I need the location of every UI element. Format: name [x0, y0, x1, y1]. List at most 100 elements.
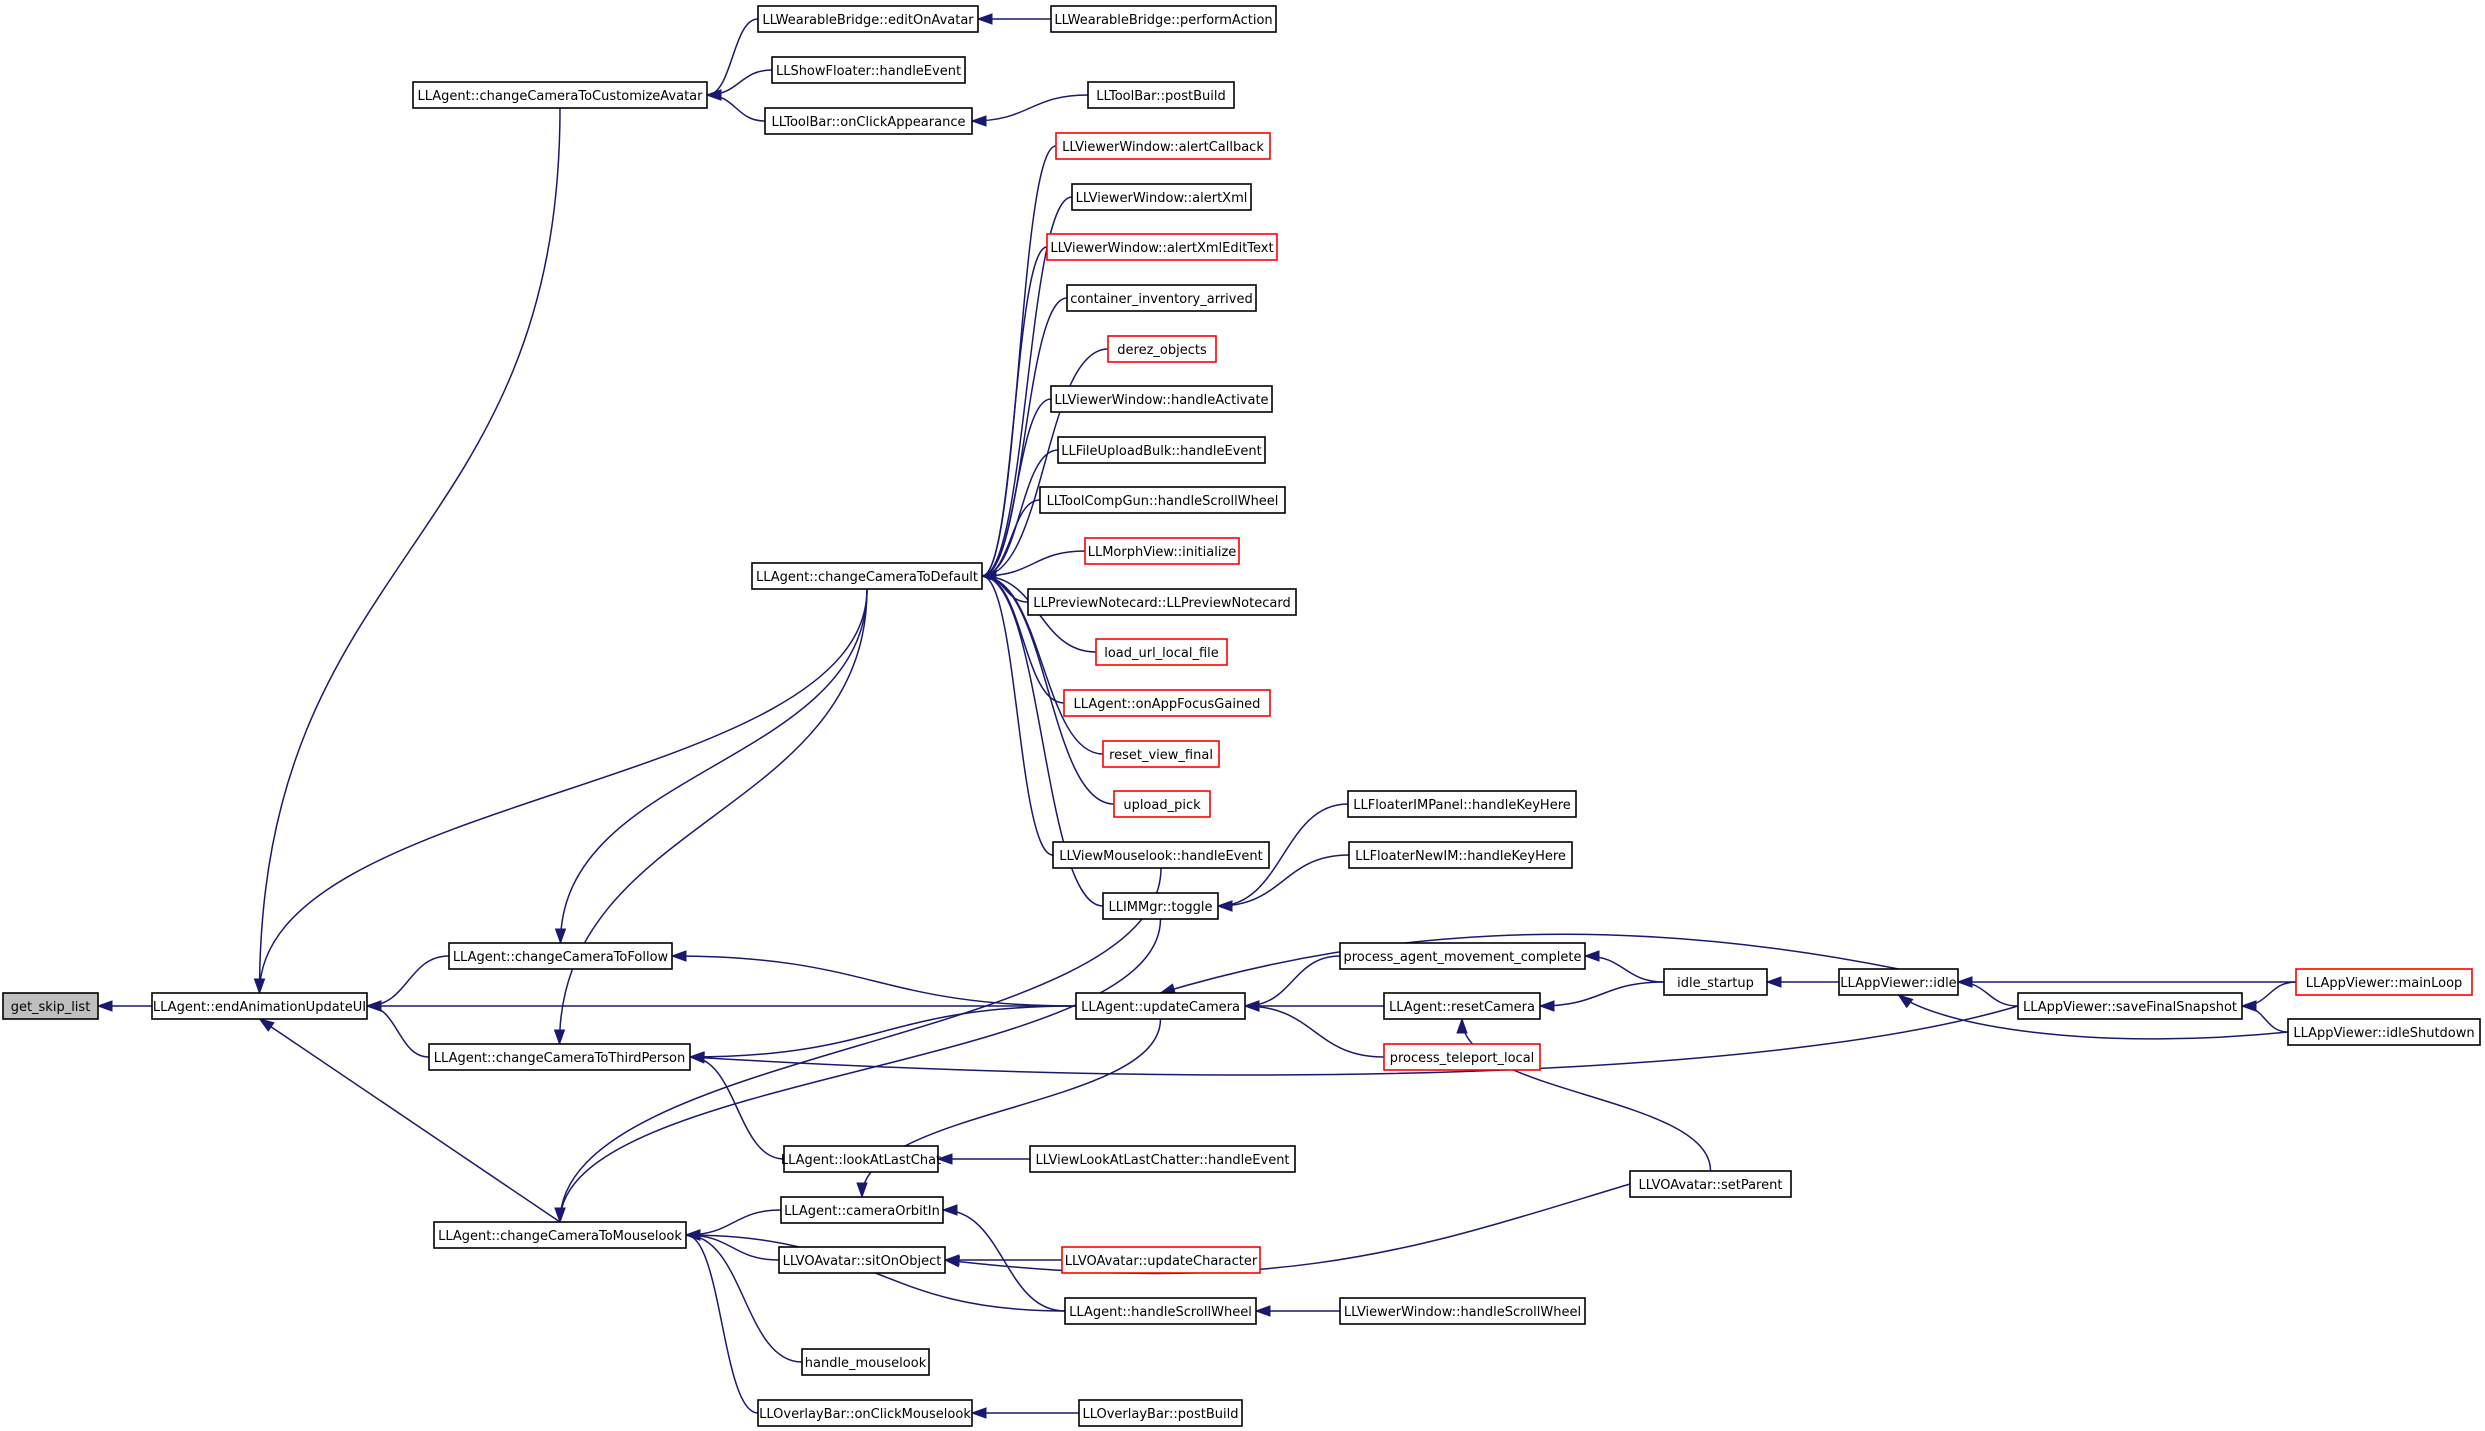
node-label: LLWearableBridge::performAction [1054, 13, 1272, 28]
function-node-n23[interactable]: LLViewMouselook::handleEvent [1052, 841, 1270, 869]
node-box [757, 1399, 973, 1427]
function-node-n45[interactable]: LLAgent::handleScrollWheel [1064, 1297, 1257, 1325]
node-box [1383, 992, 1541, 1020]
function-node-n33[interactable]: LLAppViewer::mainLoop [2295, 968, 2473, 996]
node-label: get_skip_list [11, 1000, 91, 1015]
function-node-n8[interactable]: LLAgent::changeCameraToDefault [751, 562, 983, 590]
call-edge [685, 1234, 759, 1414]
function-node-n16[interactable]: LLToolCompGun::handleScrollWheel [1039, 486, 1286, 514]
node-label: derez_objects [1117, 343, 1207, 358]
arrowhead [980, 570, 997, 582]
node-label: LLAgent::changeCameraToDefault [756, 570, 978, 585]
arrowhead [684, 1229, 701, 1241]
node-box [751, 562, 983, 590]
function-node-n18[interactable]: LLPreviewNotecard::LLPreviewNotecard [1027, 588, 1297, 616]
node-box [1057, 436, 1266, 464]
arrowhead [258, 1018, 275, 1032]
call-edge [671, 955, 1077, 1007]
function-node-n0[interactable]: get_skip_list [2, 992, 99, 1020]
function-node-n30[interactable]: LLAgent::resetCamera [1383, 992, 1541, 1020]
function-node-n5[interactable]: LLShowFloater::handleEvent [771, 56, 966, 84]
node-label: handle_mouselook [805, 1356, 927, 1371]
node-box [757, 5, 979, 33]
node-label: LLAppViewer::mainLoop [2306, 976, 2463, 991]
call-edge [971, 94, 1089, 122]
function-node-n20[interactable]: LLAgent::onAppFocusGained [1063, 689, 1271, 717]
function-node-n47[interactable]: handle_mouselook [801, 1348, 930, 1376]
node-label: LLAgent::handleScrollWheel [1069, 1305, 1252, 1320]
function-node-n17[interactable]: LLMorphView::initialize [1084, 537, 1240, 565]
function-node-n27[interactable]: LLAgent::changeCameraToFollow [448, 942, 673, 970]
function-node-n24[interactable]: LLIMMgr::toggle [1102, 892, 1219, 920]
node-label: LLWearableBridge::editOnAvatar [762, 13, 974, 28]
node-label: LLAgent::cameraOrbitIn [784, 1204, 940, 1219]
function-node-n13[interactable]: derez_objects [1107, 335, 1217, 363]
node-box [1339, 1297, 1586, 1325]
function-node-n12[interactable]: container_inventory_arrived [1066, 284, 1257, 312]
function-node-n46[interactable]: LLViewerWindow::handleScrollWheel [1339, 1297, 1586, 1325]
function-node-n11[interactable]: LLViewerWindow::alertXmlEditText [1046, 233, 1278, 261]
function-node-n29[interactable]: process_agent_movement_complete [1339, 942, 1586, 970]
call-edge [1217, 854, 1350, 907]
function-node-n14[interactable]: LLViewerWindow::handleActivate [1050, 385, 1273, 413]
function-node-n36[interactable]: process_teleport_local [1383, 1043, 1541, 1071]
function-node-n22[interactable]: upload_pick [1113, 790, 1211, 818]
function-node-n7[interactable]: LLToolBar::postBuild [1087, 81, 1235, 109]
function-node-n44[interactable]: LLVOAvatar::updateCharacter [1061, 1246, 1261, 1274]
call-edge [706, 94, 766, 122]
node-box [1050, 385, 1273, 413]
node-box [783, 1145, 939, 1173]
function-node-n21[interactable]: reset_view_final [1102, 740, 1220, 768]
node-box [1107, 335, 1217, 363]
function-node-n37[interactable]: LLAgent::changeCameraToThirdPerson [428, 1043, 691, 1071]
function-node-n9[interactable]: LLViewerWindow::alertCallback [1055, 132, 1271, 160]
node-label: LLFloaterIMPanel::handleKeyHere [1353, 798, 1571, 813]
node-label: LLAppViewer::idleShutdown [2293, 1026, 2474, 1041]
function-node-n25[interactable]: LLFloaterIMPanel::handleKeyHere [1347, 790, 1577, 818]
call-edge [2241, 1005, 2289, 1033]
node-box [1066, 284, 1257, 312]
arrowhead [936, 1153, 953, 1165]
arrowhead [1583, 950, 1600, 962]
function-node-n40[interactable]: LLVOAvatar::setParent [1629, 1170, 1792, 1198]
node-label: LLViewerWindow::handleScrollWheel [1344, 1305, 1581, 1320]
function-node-n41[interactable]: LLAgent::changeCameraToMouselook [433, 1221, 687, 1249]
function-node-n39[interactable]: LLViewLookAtLastChatter::handleEvent [1029, 1145, 1296, 1173]
node-label: LLViewerWindow::alertCallback [1062, 140, 1264, 155]
function-node-n35[interactable]: LLAppViewer::idleShutdown [2287, 1018, 2481, 1046]
node-label: LLViewerWindow::alertXml [1076, 191, 1248, 206]
node-box [1063, 689, 1271, 717]
node-box [1050, 5, 1277, 33]
function-node-n6[interactable]: LLToolBar::onClickAppearance [764, 107, 973, 135]
node-label: LLAgent::lookAtLastChat [781, 1153, 941, 1168]
function-node-n3[interactable]: LLWearableBridge::editOnAvatar [757, 5, 979, 33]
function-node-n4[interactable]: LLWearableBridge::performAction [1050, 5, 1277, 33]
call-edge [258, 107, 561, 994]
call-edge [981, 297, 1068, 577]
call-edge [689, 1005, 1077, 1058]
function-node-n48[interactable]: LLOverlayBar::onClickMouselook [757, 1399, 973, 1427]
function-node-n38[interactable]: LLAgent::lookAtLastChat [781, 1145, 941, 1173]
edges-layer [96, 13, 2297, 1419]
function-node-n2[interactable]: LLAgent::changeCameraToCustomizeAvatar [412, 81, 708, 109]
node-label: load_url_local_file [1104, 646, 1219, 661]
function-node-n26[interactable]: LLFloaterNewIM::handleKeyHere [1348, 841, 1573, 869]
function-node-n34[interactable]: LLAppViewer::saveFinalSnapshot [2017, 992, 2243, 1020]
function-node-n49[interactable]: LLOverlayBar::postBuild [1078, 1399, 1243, 1427]
function-node-n42[interactable]: LLAgent::cameraOrbitIn [780, 1196, 944, 1224]
function-node-n15[interactable]: LLFileUploadBulk::handleEvent [1057, 436, 1266, 464]
node-label: LLOverlayBar::postBuild [1082, 1407, 1238, 1422]
function-node-n32[interactable]: LLAppViewer::idle [1838, 968, 1959, 996]
node-box [1348, 841, 1573, 869]
node-label: LLVOAvatar::setParent [1639, 1178, 1783, 1193]
function-node-n10[interactable]: LLViewerWindow::alertXml [1071, 183, 1252, 211]
function-node-n31[interactable]: idle_startup [1663, 968, 1768, 996]
node-box [1075, 992, 1246, 1020]
node-box [1084, 537, 1240, 565]
function-node-n43[interactable]: LLVOAvatar::sitOnObject [778, 1246, 946, 1274]
function-node-n28[interactable]: LLAgent::updateCamera [1075, 992, 1246, 1020]
node-label: LLAppViewer::idle [1840, 976, 1956, 991]
function-node-n19[interactable]: load_url_local_file [1095, 638, 1228, 666]
function-node-n1[interactable]: LLAgent::endAnimationUpdateUI [151, 992, 368, 1020]
arrowhead [705, 89, 722, 101]
